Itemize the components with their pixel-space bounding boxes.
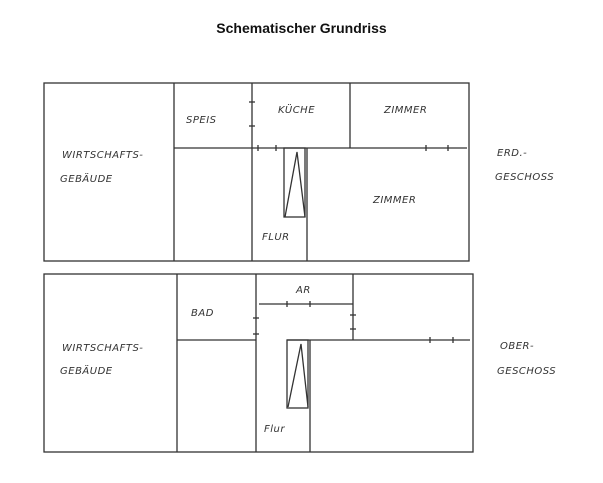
floor-label: GESCHOSS [495, 172, 554, 183]
label-bath: BAD [191, 308, 214, 319]
staircase-icon [283, 147, 306, 218]
door-marks [249, 101, 449, 151]
door-marks [253, 301, 454, 343]
floor-label: ERD.- [497, 148, 527, 159]
floor-label: OBER- [500, 341, 534, 352]
label-pantry: SPEIS [186, 115, 217, 126]
staircase-icon [286, 339, 309, 409]
label-room: ZIMMER [383, 105, 427, 116]
label-room: ZIMMER [372, 195, 416, 206]
ground-floor-outline [43, 82, 470, 262]
label-outbuilding: GEBÄUDE [60, 364, 113, 377]
ground-floor-plan: WIRTSCHAFTS- GEBÄUDE SPEIS KÜCHE ZIMMER … [43, 82, 554, 262]
label-outbuilding: WIRTSCHAFTS- [62, 343, 143, 354]
label-outbuilding: WIRTSCHAFTS- [62, 150, 143, 161]
label-storage: AR [295, 285, 311, 296]
label-kitchen: KÜCHE [278, 103, 315, 116]
label-hall: Flur [264, 424, 285, 435]
label-outbuilding: GEBÄUDE [60, 172, 113, 185]
label-hall: FLUR [262, 232, 290, 243]
diagram-title: Schematischer Grundriss [216, 20, 387, 36]
floor-label: GESCHOSS [497, 366, 556, 377]
upper-floor-plan: WIRTSCHAFTS- GEBÄUDE BAD AR Flur OBER- G… [43, 273, 556, 453]
upper-floor-outline [43, 273, 474, 453]
